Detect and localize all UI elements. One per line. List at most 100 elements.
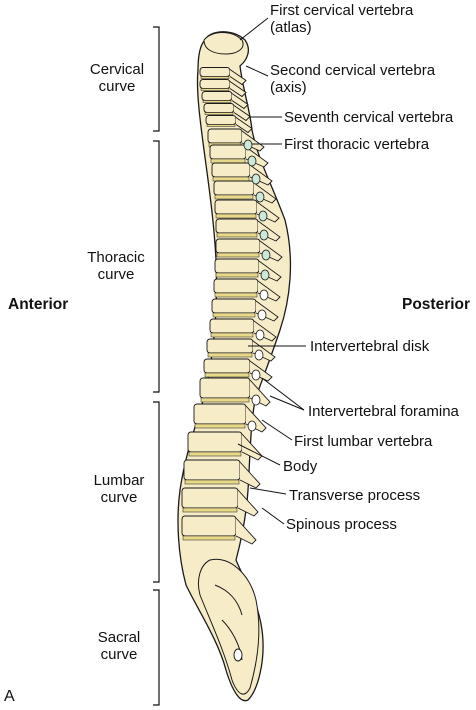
vertebral-body [211, 298, 257, 314]
intervertebral-disk [204, 112, 234, 115]
bracket-lumbar [153, 401, 160, 583]
intervertebral-disk [212, 312, 256, 318]
vertebral-body [209, 144, 247, 160]
intervertebral-disk [200, 76, 230, 79]
intervertebral-disk [207, 352, 253, 358]
spinous-process [229, 81, 247, 98]
leader-axis [245, 65, 269, 77]
intervertebral-disk [210, 158, 246, 164]
spinous-process [235, 117, 253, 134]
intervertebral-foramen [255, 191, 265, 203]
cervical-line-1: Cervical [89, 61, 145, 78]
sacral-line-2: curve [100, 646, 138, 663]
label-posterior: Posterior [402, 296, 471, 313]
intervertebral-foramen [255, 329, 265, 341]
vertebral-body [211, 162, 251, 178]
label-first-lumbar: First lumbar vertebra [294, 433, 433, 450]
axis-line-2: (axis) [270, 79, 307, 96]
bracket-sacral [153, 589, 160, 706]
label-thoracic-curve: Thoracic curve [78, 249, 154, 283]
intervertebral-foramen [258, 210, 268, 222]
vertebral-body [183, 459, 241, 481]
vertebral-body [187, 431, 243, 453]
sacral-line-1 [214, 584, 243, 616]
label-body: Body [283, 458, 318, 475]
atlas-line-1: First cervical vertebra [270, 2, 414, 19]
spinous-process [233, 105, 251, 122]
leader-spinous [261, 507, 285, 525]
thoracic-line-1: Thoracic [87, 249, 145, 266]
vertebral-body [181, 515, 237, 537]
spinous-process [229, 69, 247, 86]
intervertebral-foramen [251, 394, 261, 406]
vertebral-body [201, 91, 233, 101]
intervertebral-disk [216, 252, 260, 258]
panel-letter: A [4, 688, 15, 705]
vertebral-body [206, 338, 254, 354]
leader-foramina-1 [261, 377, 305, 411]
leader-atlas [239, 17, 269, 41]
label-axis: Second cervical vertebra (axis) [270, 62, 435, 96]
intervertebral-disk [206, 124, 236, 127]
intervertebral-foramen [247, 420, 257, 432]
intervertebral-disk [200, 397, 250, 403]
label-spinous-process: Spinous process [286, 516, 397, 533]
lumbar-line-2: curve [100, 489, 138, 506]
vertebral-body [215, 238, 261, 254]
label-first-thoracic: First thoracic vertebra [284, 136, 430, 153]
intervertebral-disk [202, 100, 232, 103]
leader-foramina-2 [269, 395, 305, 411]
intervertebral-disk [215, 213, 257, 219]
vertebral-body [215, 218, 259, 234]
label-intervertebral-disk: Intervertebral disk [310, 338, 430, 355]
atlas-line-2: (atlas) [270, 19, 312, 36]
intervertebral-disk [188, 451, 242, 457]
leader-first-lumbar [261, 419, 293, 441]
spinous-process [239, 461, 261, 489]
spinous-process [237, 489, 259, 517]
intervertebral-disk [182, 507, 238, 513]
sacral-line-1: Sacral [97, 629, 141, 646]
label-sacral-curve: Sacral curve [86, 629, 152, 663]
intervertebral-foramen [259, 229, 269, 241]
intervertebral-disk [210, 332, 254, 338]
label-intervertebral-foramina: Intervertebral foramina [308, 403, 459, 420]
vertebral-body [193, 403, 247, 425]
label-cervical-curve: Cervical curve [82, 61, 152, 95]
label-lumbar-curve: Lumbar curve [84, 472, 154, 506]
vertebral-body [199, 79, 231, 89]
lumbar-line-1: Lumbar [93, 472, 145, 489]
label-anterior: Anterior [8, 296, 69, 313]
intervertebral-foramen [251, 173, 261, 185]
intervertebral-disk [212, 176, 250, 182]
intervertebral-foramen [259, 289, 269, 301]
vertebral-body [203, 103, 235, 113]
thoracic-line-2: curve [97, 266, 135, 283]
spinous-process [235, 517, 257, 545]
vertebral-body [203, 358, 251, 374]
vertebral-body [181, 487, 239, 509]
bracket-thoracic [153, 140, 160, 393]
label-seventh-cervical: Seventh cervical vertebra [284, 109, 454, 126]
spinous-process [231, 93, 249, 110]
leader-transverse [249, 487, 287, 495]
cervical-line-2: curve [98, 78, 136, 95]
atlas-vertebra [203, 32, 244, 55]
intervertebral-disk [200, 88, 230, 91]
intervertebral-disk [184, 479, 240, 485]
label-transverse-process: Transverse process [289, 487, 421, 504]
intervertebral-disk [214, 194, 254, 200]
vertebral-body [213, 278, 259, 294]
intervertebral-disk [216, 232, 258, 238]
vertebral-body [199, 377, 251, 399]
intervertebral-disk [214, 292, 258, 298]
bracket-cervical [153, 26, 160, 132]
intervertebral-foramen [261, 249, 271, 261]
axis-line-1: Second cervical vertebra [270, 62, 436, 79]
vertebral-body [214, 258, 260, 274]
intervertebral-foramen [243, 139, 253, 151]
intervertebral-disk [194, 423, 246, 429]
intervertebral-foramen [254, 349, 264, 361]
